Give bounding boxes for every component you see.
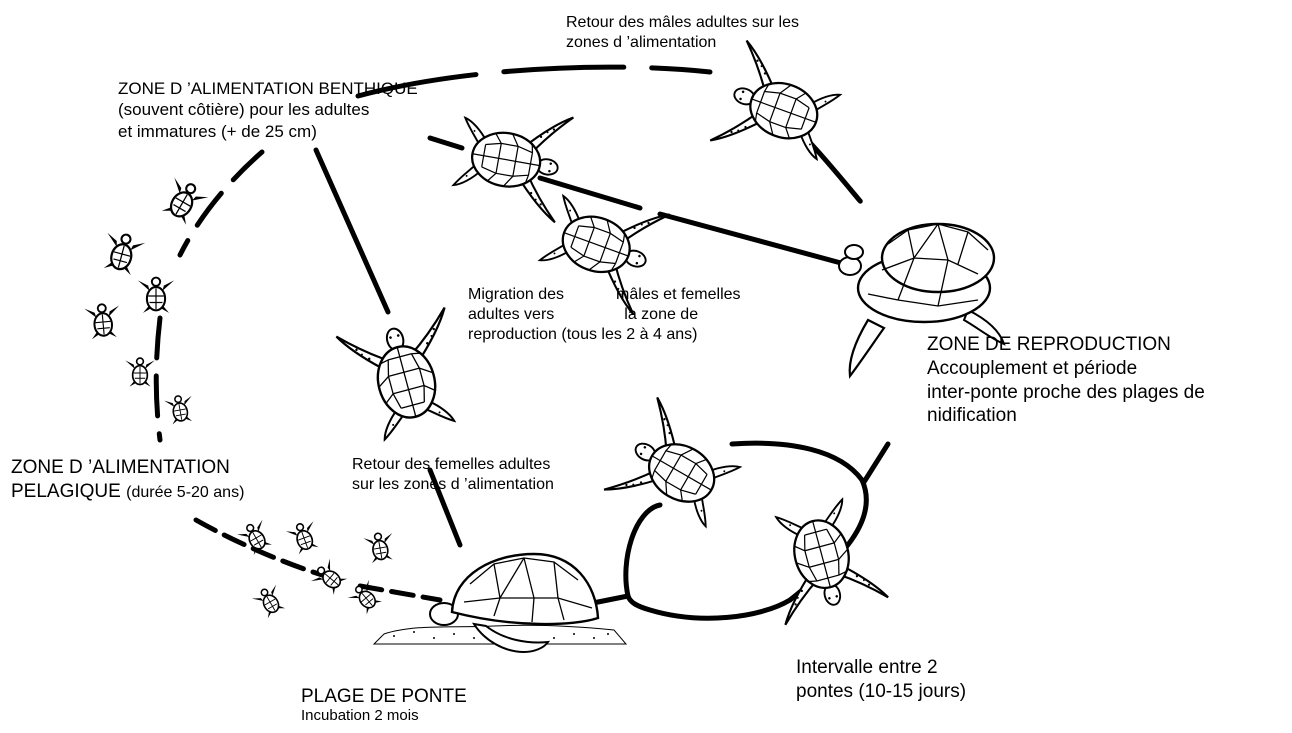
interval-label: Intervalle entre 2 pontes (10-15 jours) (796, 656, 966, 704)
hatchling-icon (164, 394, 196, 426)
hatchling-icon (125, 358, 154, 387)
hatchling-icon (138, 278, 174, 313)
reproduction-zone-label: ZONE DE REPRODUCTION Accouplement et pér… (927, 333, 1205, 428)
hatchling-icon (346, 578, 385, 617)
benthic-pelagic-path (156, 152, 262, 440)
nesting-turtle-icon (374, 554, 626, 652)
turtle-males-return (710, 41, 846, 177)
reproduction-loop-path (864, 444, 888, 482)
males-return-label: Retour des mâles adultes sur les zones d… (566, 13, 799, 53)
pelagic-zone-label: ZONE D ’ALIMENTATION PELAGIQUE (durée 5-… (11, 456, 244, 504)
benthic-zone-label: ZONE D ’ALIMENTATION BENTHIQUE (souvent … (118, 78, 418, 142)
hatchling-icon (363, 531, 397, 564)
turtle-females-return (336, 308, 473, 445)
hatchling-icon (98, 230, 146, 277)
hatchling-icon (84, 303, 122, 340)
hatchling-icon (236, 518, 276, 557)
hatchling-icon (251, 583, 289, 621)
hatchling-icon (285, 519, 322, 556)
hatchling-icon (309, 557, 350, 598)
hatchlings-group (84, 175, 397, 620)
turtle-internesting-1 (604, 397, 749, 542)
pelagic-nesting-path (196, 520, 440, 600)
turtle-benthic-to-reproduction (450, 99, 573, 222)
females-return-label: Retour des femelles adultes sur les zone… (352, 455, 554, 495)
nesting-beach-label: PLAGE DE PONTE Incubation 2 mois (301, 685, 467, 726)
